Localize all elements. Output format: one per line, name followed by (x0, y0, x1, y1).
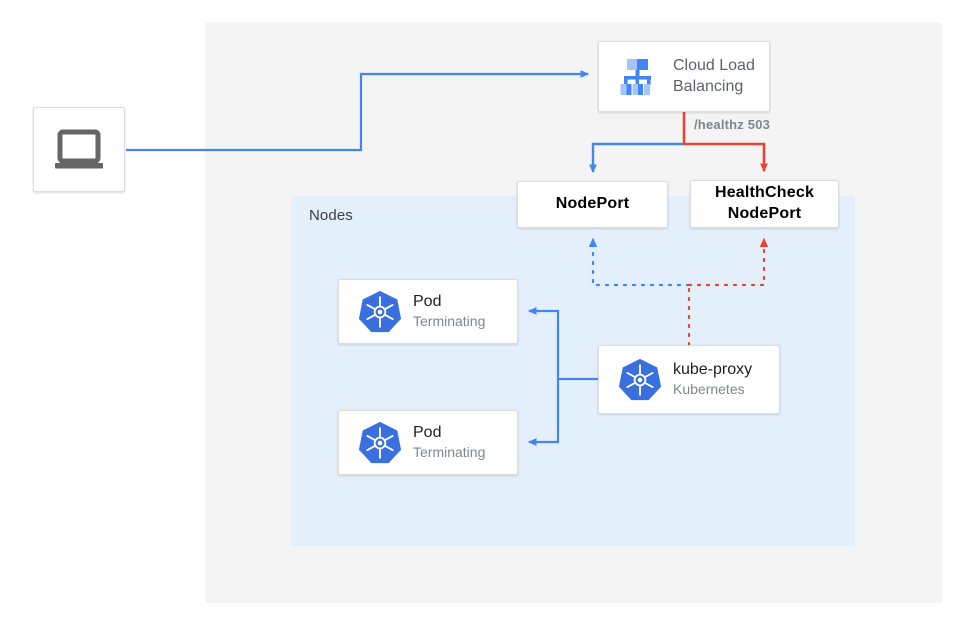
kube-proxy-node[interactable]: kube-proxy Kubernetes (598, 345, 780, 414)
healthz-503-label: /healthz 503 (694, 117, 771, 132)
nodeport-label: NodePort (555, 195, 630, 213)
healthcheck-nodeport-label-line1: HealthCheck (714, 184, 815, 202)
pod-node-1-text: Pod Terminating (413, 292, 485, 332)
healthcheck-nodeport-node[interactable]: HealthCheck NodePort (690, 180, 839, 228)
pod-node-1-title: Pod (413, 292, 442, 310)
kubernetes-icon (353, 416, 407, 470)
nodeport-node[interactable]: NodePort (517, 181, 668, 228)
pod-node-2-text: Pod Terminating (413, 423, 485, 463)
kube-proxy-subtitle: Kubernetes (673, 381, 745, 398)
laptop-icon (53, 128, 105, 172)
pod-node-2-title: Pod (413, 423, 442, 441)
nodes-region-label: Nodes (309, 207, 353, 224)
kubernetes-icon (613, 353, 667, 407)
cloud-load-balancing-text: Cloud Load Balancing (673, 56, 769, 98)
healthcheck-nodeport-label-line2: NodePort (727, 205, 802, 222)
pod-node-1[interactable]: Pod Terminating (338, 279, 518, 344)
kube-proxy-text: kube-proxy Kubernetes (673, 360, 752, 400)
pod-node-1-status: Terminating (413, 313, 486, 330)
pod-node-2-status: Terminating (413, 444, 486, 461)
client-node[interactable] (33, 107, 125, 192)
cloud-load-balancing-icon (611, 53, 663, 101)
kube-proxy-title: kube-proxy (673, 360, 753, 378)
cloud-load-balancing-title: Cloud Load Balancing (673, 56, 755, 95)
healthcheck-nodeport-text: HealthCheck NodePort (715, 183, 814, 225)
pod-node-2[interactable]: Pod Terminating (338, 410, 518, 475)
cloud-load-balancing-node[interactable]: Cloud Load Balancing (598, 41, 770, 112)
kubernetes-icon (353, 285, 407, 339)
